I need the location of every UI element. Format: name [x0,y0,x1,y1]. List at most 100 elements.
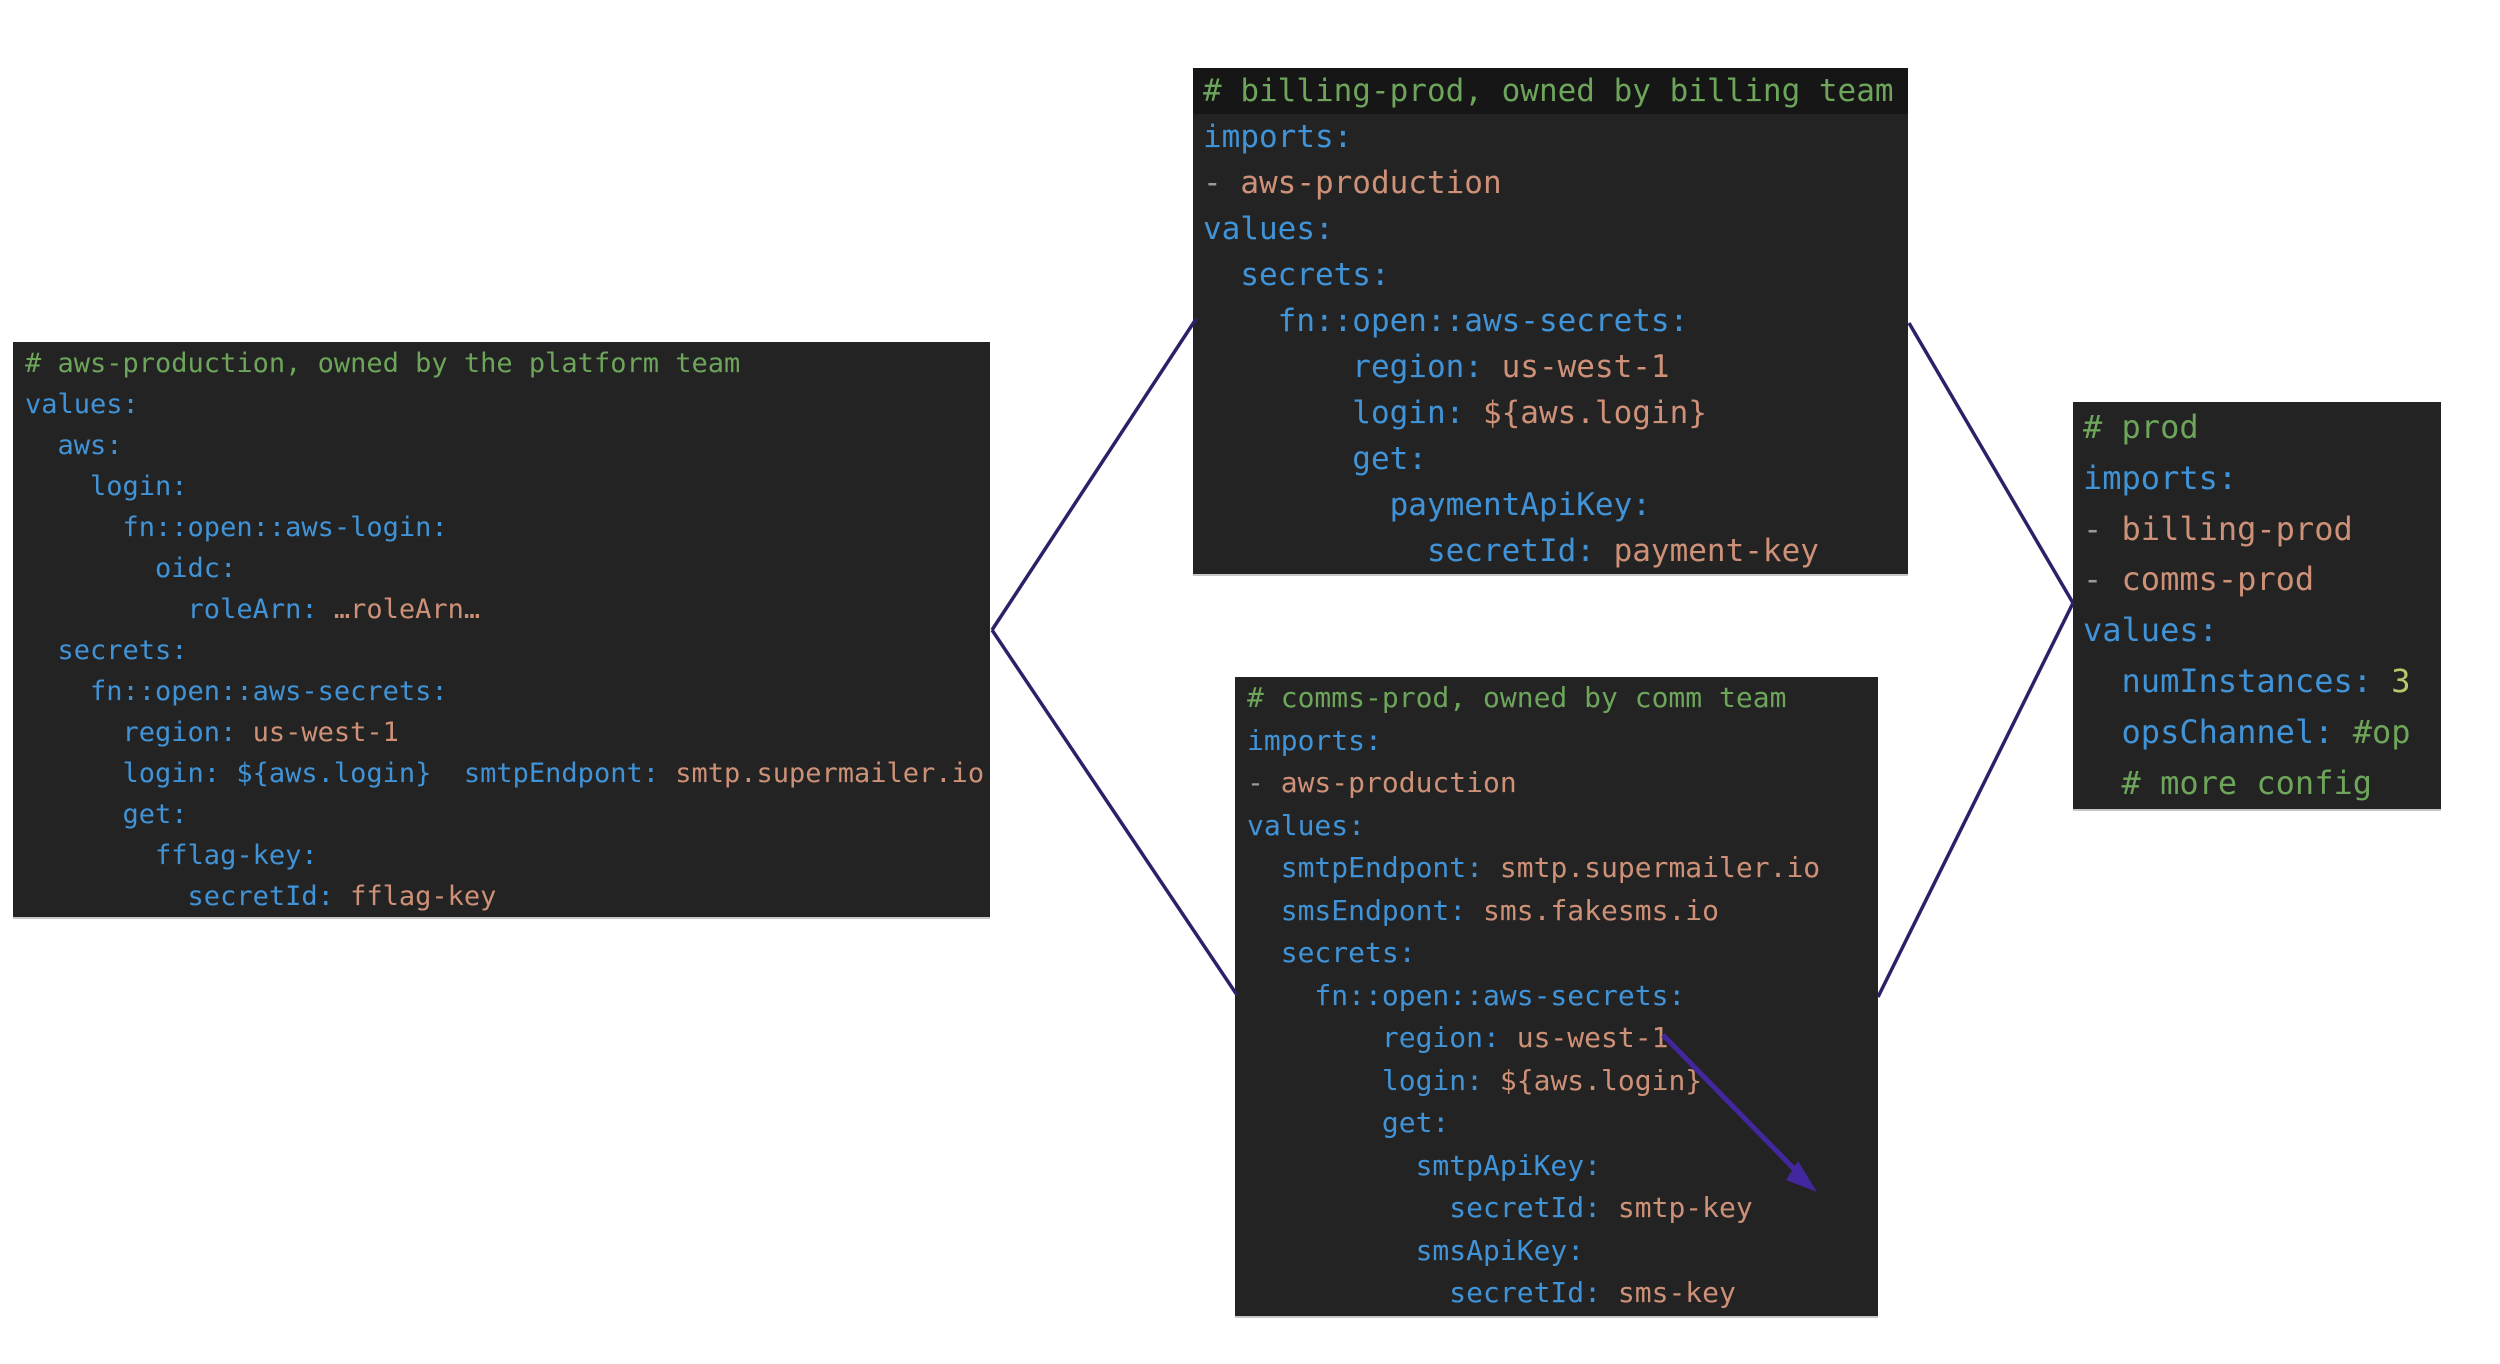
code-token: - [1203,165,1241,201]
code-line: fn::open::aws-secrets: [1235,975,1878,1018]
code-token: smtpApiKey: [1247,1148,1602,1182]
connector-billing-prod-to-prod [1907,322,2075,604]
code-token: values: [2083,611,2218,650]
code-token: secretId: [1203,533,1614,569]
code-line: login: ${aws.login} [1193,390,1908,436]
code-token: values: [25,389,139,420]
code-line: secrets: [13,630,990,671]
code-line: oidc: [13,548,990,589]
code-line: paymentApiKey: [1193,482,1908,528]
code-line: - comms-prod [2073,554,2441,605]
code-token: smtp-key [1617,1191,1753,1224]
code-line: imports: [1235,720,1878,763]
code-token: - [2083,509,2122,548]
code-line: opsChannel: #op [2073,707,2441,758]
code-line: smsEndpont: sms.fakesms.io [1235,890,1878,933]
code-line: values: [1235,805,1878,848]
code-token: smsEndpont: [1247,893,1484,927]
code-token: ${aws.login} [1482,395,1707,431]
code-token: opsChannel: [2083,712,2353,751]
code-line: - aws-production [1193,160,1908,206]
code-token: aws: [25,430,123,461]
code-line: secretId: fflag-key [13,876,990,917]
panel-aws-production: # aws-production, owned by the platform … [13,342,990,917]
code-line: fn::open::aws-secrets: [1193,298,1908,344]
code-token: # billing-prod, owned by billing team [1203,73,1894,109]
code-line: roleArn: …roleArn… [13,589,990,630]
code-line: login: ${aws.login} [1235,1060,1878,1103]
code-token: fflag-key: [25,840,318,871]
code-token: imports: [1203,119,1353,155]
code-line: smtpApiKey: [1235,1145,1878,1188]
code-token: get: [1247,1106,1450,1139]
code-line: region: us-west-1 [13,712,990,753]
code-token: secretId: [1247,1191,1618,1224]
code-line: imports: [2073,453,2441,504]
code-line: get: [13,794,990,835]
code-token: fn::open::aws-secrets: [1247,978,1686,1012]
code-token: secretId: [1247,1276,1618,1309]
code-token: aws-production [1280,766,1517,799]
code-token: smtp.supermailer.io [675,758,985,789]
code-token: smsApiKey: [1247,1233,1585,1267]
code-line: smtpEndpont: smtp.supermailer.io [1235,847,1878,890]
code-token: secretId: [25,881,351,912]
code-token: region: [1247,1021,1517,1054]
code-token: numInstances: [2083,661,2392,700]
code-token: values: [1247,808,1366,842]
code-line: fn::open::aws-secrets: [13,671,990,712]
code-token: #op [2352,712,2411,751]
code-token: login: [1203,395,1483,431]
code-token: us-west-1 [252,717,399,748]
code-line: region: us-west-1 [1193,344,1908,390]
code-line: - aws-production [1235,762,1878,805]
code-line: secrets: [1235,932,1878,975]
code-token: roleArn: [25,594,334,625]
code-token: fn::open::aws-secrets: [25,676,448,707]
code-token: …roleArn… [333,594,481,625]
code-token: imports: [2083,458,2238,497]
connector-aws-production-to-comms-prod [990,629,1239,996]
code-token: aws-production [1240,165,1502,201]
code-line: get: [1235,1102,1878,1145]
code-token: paymentApiKey: [1203,487,1651,523]
code-line: fflag-key: [13,835,990,876]
code-token: - [1247,766,1281,799]
code-token: fflag-key [350,881,497,912]
code-token: login: [1247,1063,1500,1097]
code-token: values: [1203,211,1334,247]
connector-comms-prod-to-prod [1876,602,2075,998]
code-token: secrets: [1247,936,1416,969]
code-line: values: [1193,206,1908,252]
code-token: secrets: [25,635,188,666]
code-line: - billing-prod [2073,504,2441,555]
code-line: # comms-prod, owned by comm team [1235,677,1878,720]
code-line: numInstances: 3 [2073,656,2441,707]
code-token: region: [1203,349,1502,385]
code-token: get: [25,799,188,830]
code-token: ${aws.login} [1499,1063,1703,1097]
code-token: get: [1203,441,1427,477]
code-line: secretId: smtp-key [1235,1187,1878,1230]
code-line: smsApiKey: [1235,1230,1878,1273]
connector-aws-production-to-billing-prod [990,318,1198,631]
code-token: sms-key [1617,1276,1736,1309]
code-token: us-west-1 [1516,1021,1669,1054]
code-line: secretId: sms-key [1235,1272,1878,1315]
code-token: us-west-1 [1501,349,1670,385]
code-line: login: ${aws.login} smtpEndpont: smtp.su… [13,753,990,794]
code-line: aws: [13,425,990,466]
code-line: # more config [2073,758,2441,809]
code-token: smtpEndpont: [1247,851,1500,884]
code-token: payment-key [1613,533,1819,569]
code-line: # aws-production, owned by the platform … [13,343,990,384]
code-token: fn::open::aws-login: [25,512,448,543]
code-line: values: [13,384,990,425]
code-token: 3 [2391,661,2411,700]
code-token: - [2083,560,2122,599]
code-token: # prod [2083,408,2199,446]
code-token: comms-prod [2121,560,2315,599]
